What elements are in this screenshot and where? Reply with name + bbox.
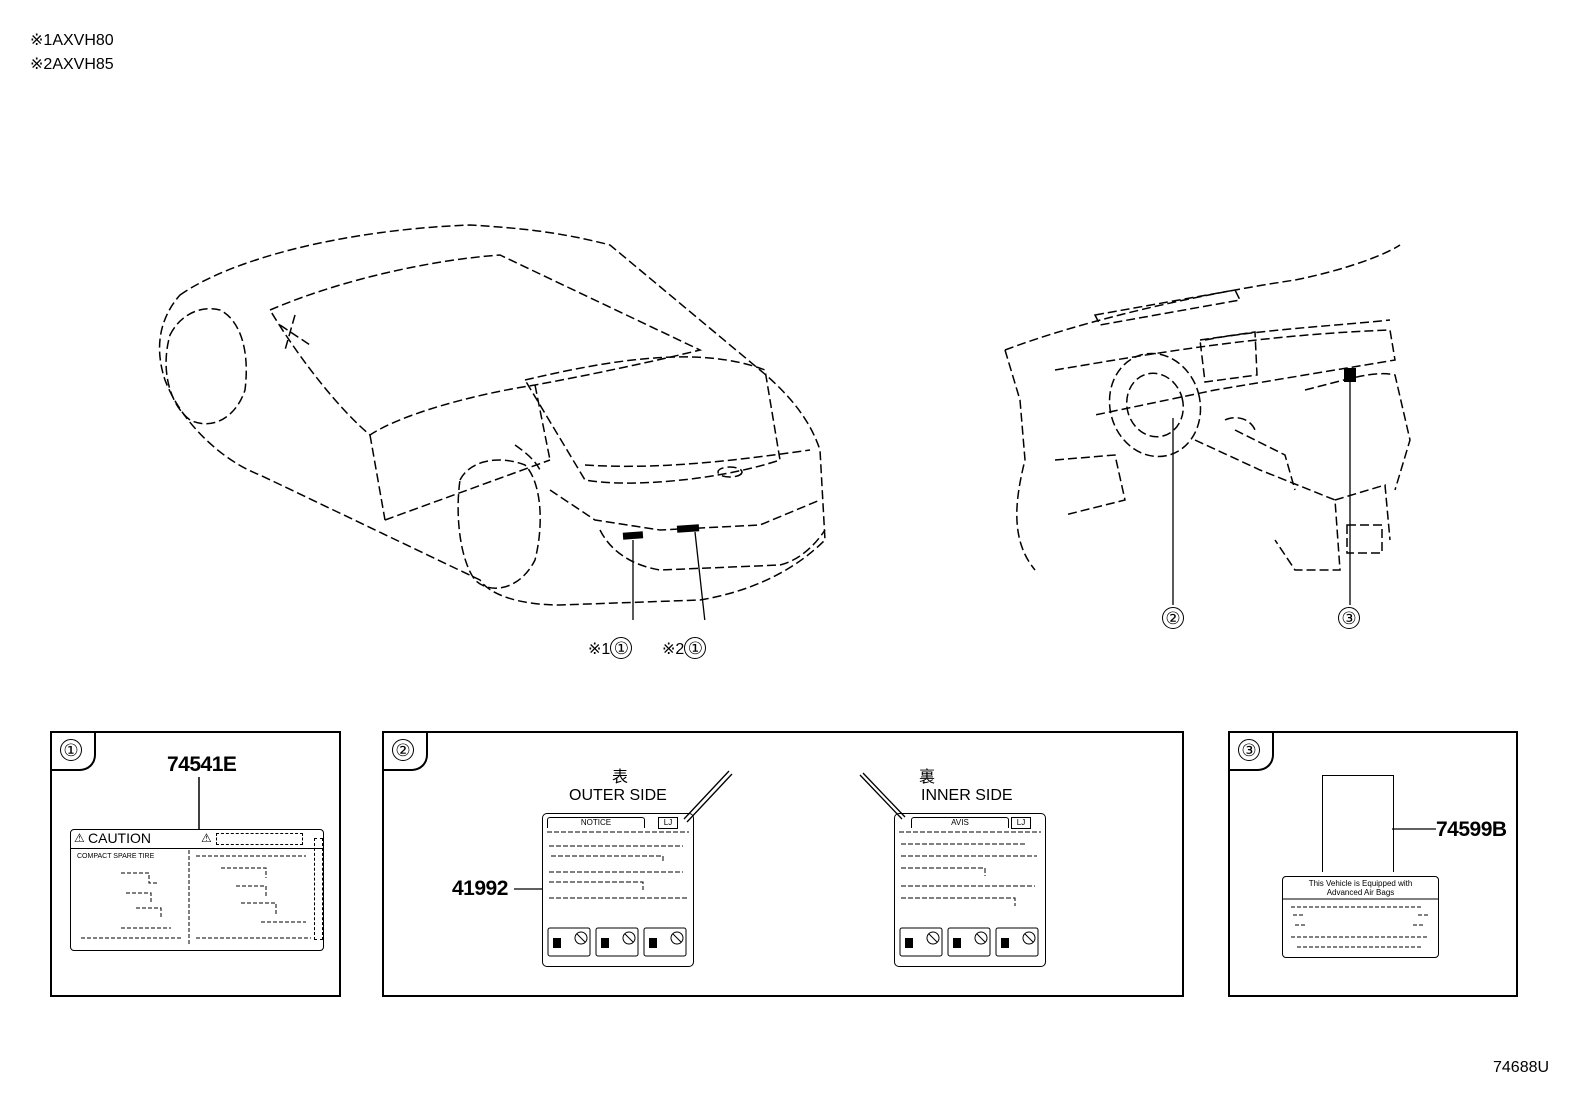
note-1-mark: ※1 bbox=[30, 32, 53, 49]
callout-dash-right: ③ bbox=[1338, 607, 1360, 629]
panel-3-tab: ③ bbox=[1230, 733, 1274, 771]
note-2-mark: ※2 bbox=[30, 56, 53, 73]
avis-label-inner: AVIS LJ bbox=[894, 813, 1046, 967]
caution-subtitle: COMPACT SPARE TIRE bbox=[77, 853, 155, 860]
warning-icon: ⚠ bbox=[74, 831, 85, 845]
callout-number: ③ bbox=[1338, 607, 1360, 629]
sun-visor-outline bbox=[1322, 775, 1394, 872]
callout-number: ① bbox=[610, 637, 633, 659]
caution-title: CAUTION bbox=[88, 830, 151, 846]
airbag-label-text: This Vehicle is Equipped with Advanced A… bbox=[1283, 879, 1438, 897]
airbag-line-2: Advanced Air Bags bbox=[1326, 888, 1395, 897]
note-1-text: AXVH80 bbox=[52, 32, 114, 49]
panel-number: ③ bbox=[1238, 739, 1260, 761]
inner-side-label: INNER SIDE bbox=[921, 787, 1013, 804]
panel-1-tab: ① bbox=[52, 733, 96, 771]
panel-1: ① 74541E ⚠ CAUTION ⚠ COMPACT SPARE TIRE bbox=[50, 731, 341, 997]
airbag-label-body bbox=[1283, 898, 1438, 948]
panel-3: ③ 74599B This Vehicle is Equipped with A… bbox=[1228, 731, 1518, 997]
outer-side-label: OUTER SIDE bbox=[569, 787, 667, 804]
part-number-74541E: 74541E bbox=[167, 753, 237, 776]
car-rear-illustration bbox=[158, 224, 826, 620]
outer-label-body bbox=[547, 831, 689, 957]
airbag-label: This Vehicle is Equipped with Advanced A… bbox=[1282, 876, 1439, 958]
inner-label-body bbox=[899, 831, 1041, 957]
note-2-text: AXVH85 bbox=[52, 56, 114, 73]
panel-2-tab: ② bbox=[384, 733, 428, 771]
panel-2-leaders bbox=[514, 770, 906, 890]
callout-number: ① bbox=[684, 637, 707, 659]
callout-number: ② bbox=[1162, 607, 1184, 629]
language-badge: LJ bbox=[658, 817, 678, 829]
note-2: ※2AXVH85 bbox=[30, 54, 114, 74]
tab-notice: NOTICE bbox=[547, 817, 645, 828]
language-badge: LJ bbox=[1011, 817, 1031, 829]
tab-avis: AVIS bbox=[911, 817, 1009, 828]
callout-mark: ※1 bbox=[588, 641, 611, 658]
dashboard-illustration bbox=[1004, 244, 1411, 605]
part-number-74599B: 74599B bbox=[1436, 818, 1507, 841]
outer-side-jp: 表 bbox=[612, 769, 629, 786]
panel-3-leader bbox=[1392, 828, 1436, 830]
inner-side-jp: 裏 bbox=[919, 769, 936, 786]
caution-label-edge bbox=[314, 838, 323, 940]
airbag-line-1: This Vehicle is Equipped with bbox=[1308, 879, 1413, 888]
note-1: ※1AXVH80 bbox=[30, 30, 114, 50]
diagram-id: 74688U bbox=[1493, 1059, 1550, 1076]
part-number-41992: 41992 bbox=[452, 877, 508, 900]
notice-label-outer: NOTICE LJ bbox=[542, 813, 694, 967]
caution-body-lines bbox=[81, 850, 311, 946]
caution-header: ⚠ CAUTION ⚠ bbox=[71, 830, 323, 849]
panel-number: ① bbox=[60, 739, 82, 761]
caution-label: ⚠ CAUTION ⚠ COMPACT SPARE TIRE bbox=[70, 829, 324, 951]
callout-steering: ② bbox=[1162, 607, 1184, 629]
warning-icon-2: ⚠ bbox=[201, 831, 212, 845]
panel-number: ② bbox=[392, 739, 414, 761]
caution-header-box bbox=[216, 833, 303, 845]
panel-2: ② 表 OUTER SIDE 裏 INNER SIDE 41992 NOTICE… bbox=[382, 731, 1184, 997]
panel-1-leader bbox=[198, 777, 200, 829]
callout-mark: ※2 bbox=[662, 641, 685, 658]
